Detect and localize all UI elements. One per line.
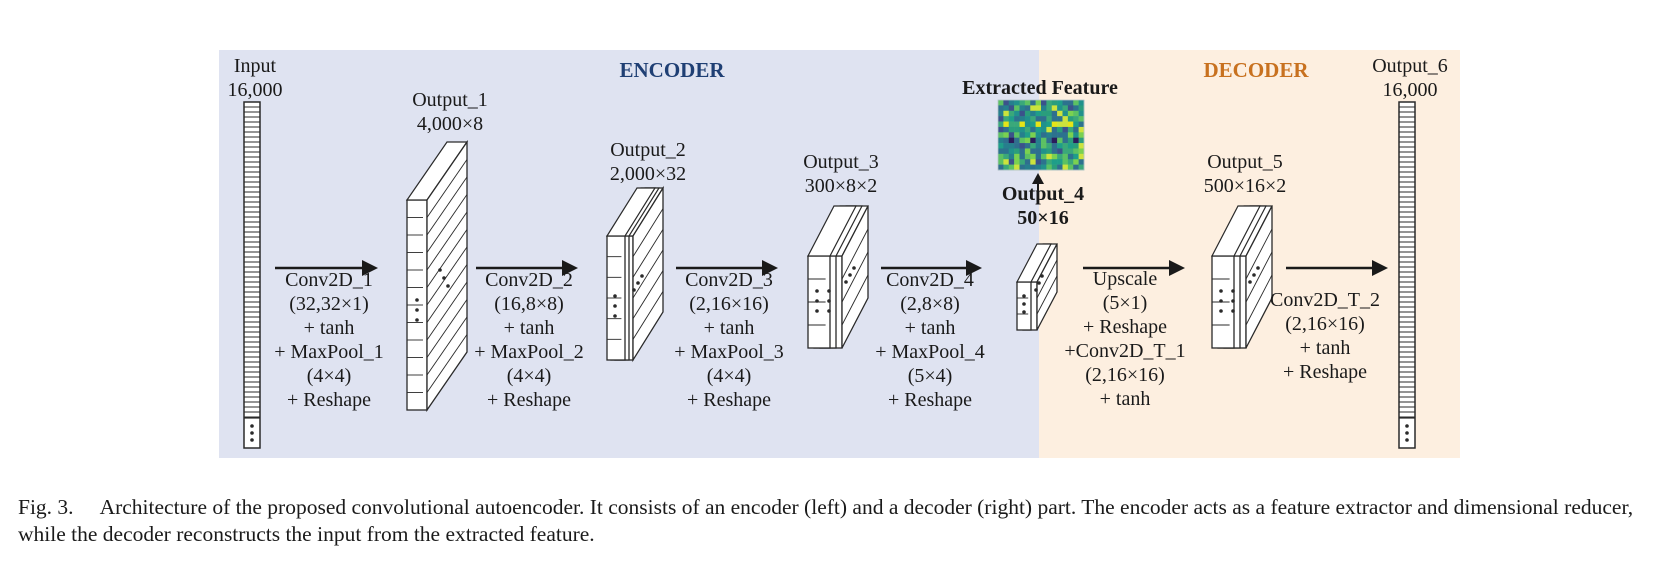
output-2-block	[605, 185, 665, 363]
operation-3-label: Conv2D_3 (2,16×16) + tanh + MaxPool_3 (4…	[674, 269, 784, 411]
arrow-conv2d-3	[676, 260, 778, 276]
output-3-block	[807, 205, 869, 349]
operation-4-label: Conv2D_4 (2,8×8) + tanh + MaxPool_4 (5×4…	[875, 269, 985, 411]
operation-2-label: Conv2D_2 (16,8×8) + tanh + MaxPool_2 (4×…	[474, 269, 584, 411]
encoder-title: ENCODER	[619, 58, 725, 82]
feature-arrow-head	[1032, 173, 1044, 184]
arrow-conv2d-2	[476, 260, 578, 276]
extracted-feature-title: Extracted Feature	[962, 77, 1118, 99]
output-6-vector-frame	[1398, 101, 1416, 449]
output-1-block	[405, 139, 469, 413]
diagram-canvas	[219, 50, 1460, 458]
caption-label: Fig. 3.	[18, 495, 74, 519]
output-5-block	[1211, 205, 1273, 349]
caption-text: Architecture of the proposed convolution…	[18, 495, 1634, 546]
input-vector	[243, 101, 261, 449]
operation-5-label: Upscale (5×1) + Reshape +Conv2D_T_1 (2,1…	[1064, 268, 1186, 410]
figure-caption: Fig. 3.Architecture of the proposed conv…	[18, 494, 1663, 548]
output-6-vector	[1398, 101, 1416, 449]
decoder-title: DECODER	[1203, 58, 1309, 82]
input-vector-frame	[243, 101, 261, 449]
operation-1-label: Conv2D_1 (32,32×1) + tanh + MaxPool_1 (4…	[274, 269, 384, 411]
arrow-conv2d-1	[275, 260, 378, 276]
arrow-upscale	[1083, 260, 1185, 276]
arrow-conv2d-4	[881, 260, 982, 276]
output-4-block	[1016, 243, 1058, 331]
extracted-feature-heatmap	[997, 99, 1085, 171]
operation-6-label: Conv2D_T_2 (2,16×16) + tanh + Reshape	[1270, 289, 1380, 383]
arrow-conv2d-t-2	[1286, 260, 1388, 276]
